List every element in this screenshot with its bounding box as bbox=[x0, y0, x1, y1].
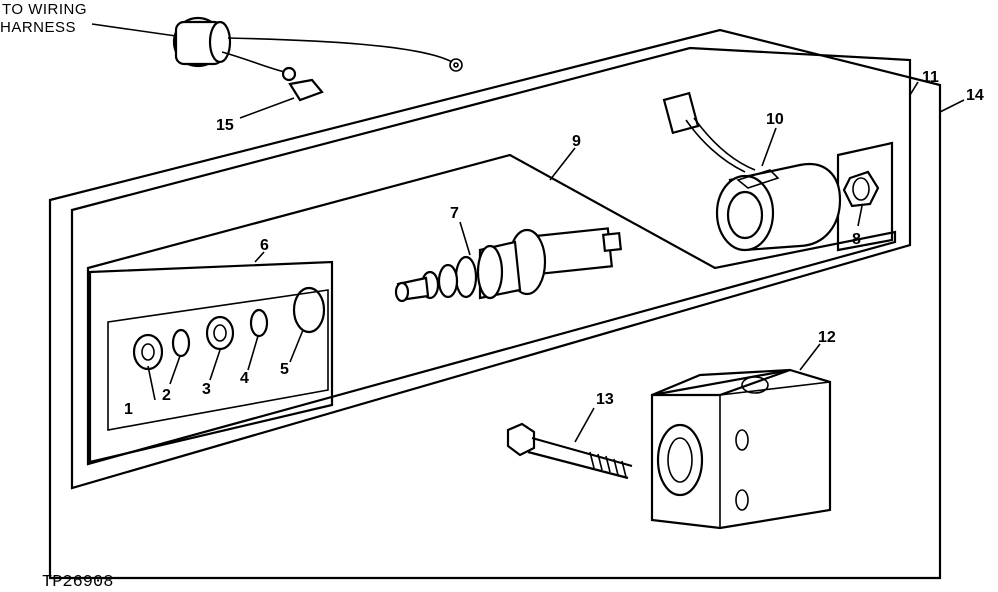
label-8: 8 bbox=[852, 231, 861, 248]
cap-screw-13 bbox=[506, 422, 633, 480]
seal-4-o-ring bbox=[249, 308, 269, 338]
valve-block-12 bbox=[650, 368, 832, 530]
seal-kit-panel-6 bbox=[88, 260, 334, 464]
seal-1-backup-ring bbox=[132, 333, 164, 371]
label-5: 5 bbox=[280, 361, 289, 378]
label-2: 2 bbox=[162, 387, 171, 404]
seal-2-o-ring bbox=[171, 328, 191, 358]
label-3: 3 bbox=[202, 381, 211, 398]
valve-stem-7 bbox=[394, 227, 623, 303]
seal-5-o-ring bbox=[292, 286, 326, 334]
inner-panel-11 bbox=[70, 46, 912, 490]
hex-nut-8 bbox=[842, 170, 880, 208]
leader-lines bbox=[91, 23, 965, 443]
label-13: 13 bbox=[596, 391, 614, 408]
outer-panel-14 bbox=[48, 28, 942, 580]
caption-line-1: TO WIRING bbox=[2, 1, 87, 18]
label-12: 12 bbox=[818, 329, 836, 346]
label-9: 9 bbox=[572, 133, 581, 150]
label-1: 1 bbox=[124, 401, 133, 418]
solenoid-coil-10 bbox=[662, 91, 842, 252]
label-7: 7 bbox=[450, 205, 459, 222]
label-14: 14 bbox=[966, 87, 984, 104]
caption-line-2: HARNESS bbox=[0, 19, 76, 36]
label-4: 4 bbox=[240, 370, 249, 387]
label-10: 10 bbox=[766, 111, 784, 128]
seal-3-backup-ring bbox=[205, 315, 235, 351]
figure-id: TP26908 bbox=[42, 573, 113, 592]
panel-9-valve-group bbox=[86, 153, 897, 466]
seal-inner-box bbox=[107, 289, 329, 431]
wiring-harness-connector bbox=[172, 16, 463, 102]
label-11: 11 bbox=[922, 69, 939, 86]
label-15: 15 bbox=[216, 117, 234, 134]
label-6: 6 bbox=[260, 237, 269, 254]
